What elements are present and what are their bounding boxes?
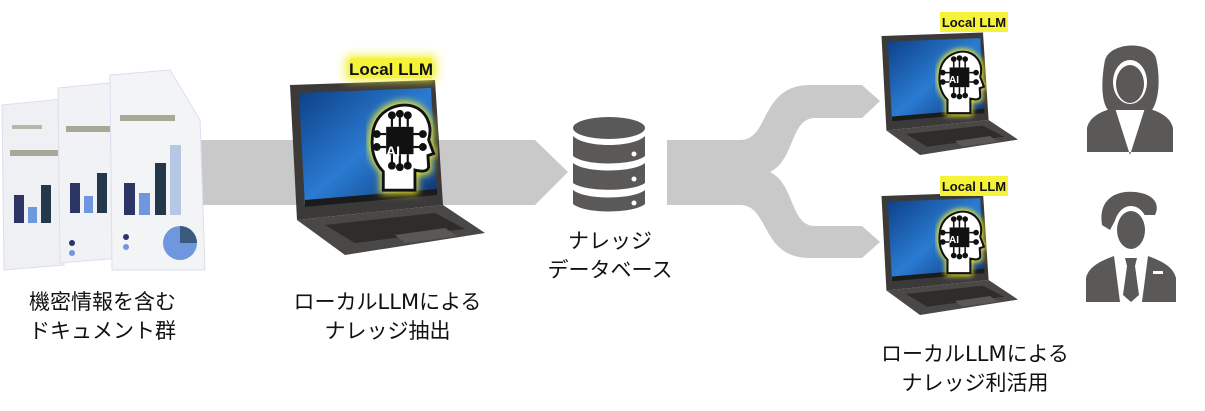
database-icon: [573, 117, 645, 212]
local-llm-badge: Local LLM: [940, 12, 1008, 32]
svg-text:Local LLM: Local LLM: [942, 15, 1006, 30]
svg-text:Local LLM: Local LLM: [349, 60, 433, 79]
documents-label-line2: ドキュメント群: [29, 319, 176, 343]
ai-chip-label: AI: [949, 235, 959, 246]
usage-label: ローカルLLMによる ナレッジ利活用: [865, 340, 1085, 398]
local-llm-badge: Local LLM: [346, 56, 436, 80]
extraction-label-line2: ナレッジ抽出: [324, 319, 451, 343]
documents-label: 機密情報を含む ドキュメント群: [0, 288, 205, 346]
flow-arrow-fork: [667, 85, 880, 258]
man-user-icon: [1086, 191, 1176, 302]
woman-user-icon: [1087, 45, 1173, 155]
laptop-client-2: [881, 192, 1018, 315]
documents-icon: [1, 69, 206, 271]
usage-label-line2: ナレッジ利活用: [901, 371, 1049, 395]
local-llm-badge: Local LLM: [940, 176, 1008, 196]
svg-text:Local LLM: Local LLM: [942, 179, 1006, 194]
usage-label-line1: ローカルLLMによる: [881, 342, 1069, 366]
documents-label-line1: 機密情報を含む: [29, 290, 176, 314]
extraction-label-line1: ローカルLLMによる: [293, 290, 482, 314]
ai-chip-label: AI: [949, 75, 959, 86]
database-label-line1: ナレッジ: [568, 229, 652, 253]
database-label: ナレッジ データベース: [520, 227, 700, 285]
database-label-line2: データベース: [547, 258, 673, 282]
extraction-label: ローカルLLMによる ナレッジ抽出: [280, 288, 495, 346]
ai-chip-label: AI: [386, 143, 400, 159]
laptop-client-1: [881, 32, 1018, 155]
